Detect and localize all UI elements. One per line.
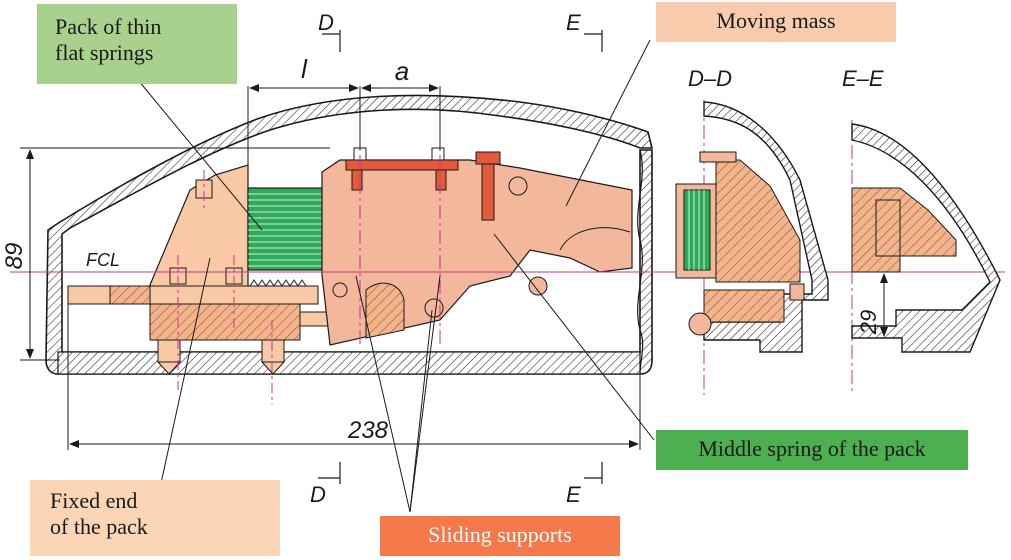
- section-d-d: [675, 101, 829, 353]
- callout-middle-spring-text: Middle spring of the pack: [698, 436, 926, 461]
- callout-middle-spring: Middle spring of the pack: [656, 430, 968, 470]
- moving-mass: [321, 159, 633, 346]
- dimension-lines: [20, 84, 888, 450]
- callout-fixed-end-line1: Fixed end: [50, 488, 138, 513]
- callout-springs-line1: Pack of thin: [55, 14, 162, 39]
- section-d-bottom: D: [310, 482, 326, 507]
- section-markers: [318, 30, 603, 484]
- section-d-top: D: [318, 10, 334, 35]
- view-ee-label: E–E: [842, 66, 884, 91]
- leader-lines: [137, 39, 655, 513]
- callout-springs: Pack of thin flat springs: [37, 4, 237, 84]
- callout-springs-line2: flat springs: [55, 40, 154, 66]
- fcl-label: FCL: [86, 250, 120, 270]
- dim-offset-label: 29: [856, 310, 881, 335]
- dim-l-label: l: [301, 54, 308, 84]
- dim-a-label: a: [395, 56, 409, 86]
- section-e-e: [851, 123, 1001, 353]
- sliding-supports: [345, 147, 501, 221]
- dim-height-label: 89: [1, 243, 28, 270]
- callout-moving-mass-text: Moving mass: [716, 8, 836, 33]
- callout-fixed-end: Fixed end of the pack: [30, 480, 280, 556]
- callout-moving-mass: Moving mass: [656, 2, 896, 42]
- section-e-top: E: [566, 10, 581, 35]
- housing: [45, 94, 654, 375]
- view-dd-label: D–D: [688, 66, 732, 91]
- callout-sliding: Sliding supports: [380, 516, 620, 556]
- callout-fixed-end-line2: of the pack: [50, 514, 148, 540]
- callout-sliding-text: Sliding supports: [428, 522, 572, 547]
- dim-length-label: 238: [347, 417, 389, 444]
- section-e-bottom: E: [566, 482, 581, 507]
